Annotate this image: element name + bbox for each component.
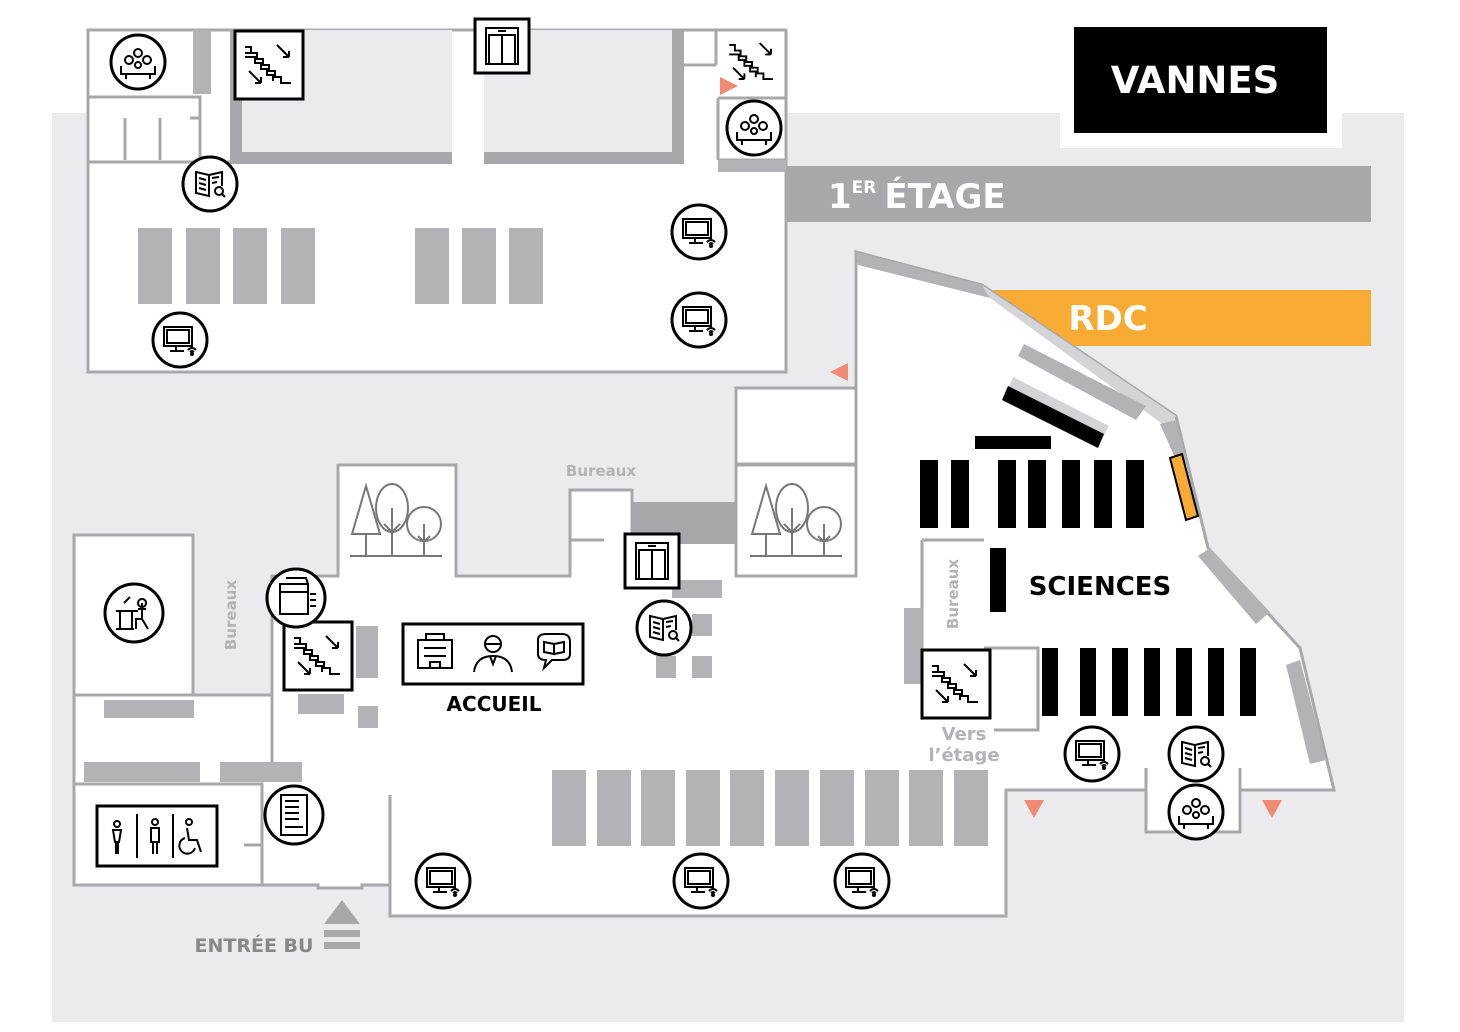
garden-icon — [750, 482, 842, 557]
to-floor-label: l’étage — [928, 745, 999, 766]
floor-tab-ground-label: RDC — [1068, 299, 1147, 339]
group-room-icon[interactable] — [1167, 783, 1225, 841]
door-marker — [830, 363, 848, 381]
book-search-icon[interactable] — [1167, 725, 1225, 783]
entrance-arrow-icon — [324, 900, 360, 924]
stairs-icon[interactable] — [729, 42, 773, 81]
group-room-icon[interactable] — [109, 33, 167, 91]
computer-search-icon[interactable] — [414, 852, 472, 910]
computer-wifi-icon[interactable] — [833, 852, 891, 910]
elevator-icon[interactable] — [623, 532, 681, 590]
building-icon — [417, 633, 453, 669]
entrance-label: ENTRÉE BU — [195, 934, 314, 957]
elevator-icon[interactable] — [473, 17, 531, 75]
garden-icon — [350, 482, 442, 557]
printer-copier-icon[interactable] — [265, 567, 327, 629]
door-marker — [1262, 800, 1282, 818]
floor-tab-upper[interactable] — [787, 166, 1371, 222]
computer-wifi-icon[interactable] — [670, 203, 728, 261]
book-search-icon[interactable] — [181, 155, 239, 213]
study-desk-icon[interactable] — [103, 582, 165, 644]
toilets-icon[interactable] — [95, 804, 219, 868]
person-icon — [473, 635, 513, 673]
title-box — [1074, 27, 1327, 133]
vending-machine-icon[interactable] — [263, 784, 325, 846]
accueil-label: ACCUEIL — [447, 692, 542, 716]
stairs-icon[interactable] — [920, 648, 992, 720]
computer-wifi-icon[interactable] — [670, 291, 728, 349]
book-search-icon[interactable] — [635, 599, 693, 657]
reception-desk[interactable] — [401, 622, 585, 686]
offices-label: Bureaux — [566, 462, 636, 480]
sciences-label: SCIENCES — [1029, 572, 1172, 602]
door-marker — [1024, 800, 1044, 818]
offices-label: Bureaux — [944, 559, 962, 629]
group-room-icon[interactable] — [725, 99, 783, 157]
computer-wifi-icon[interactable] — [672, 852, 730, 910]
stairs-icon[interactable] — [233, 29, 305, 101]
door-marker — [720, 77, 738, 95]
floor-tab-ground[interactable] — [990, 290, 1371, 346]
speech-book-icon — [537, 633, 571, 672]
campus-title: VANNES — [1111, 59, 1280, 102]
computer-wifi-icon[interactable] — [151, 311, 209, 369]
to-floor-label: Vers — [942, 724, 987, 745]
offices-label: Bureaux — [222, 580, 240, 650]
ground-floor-plan — [72, 250, 1336, 949]
stairs-icon[interactable] — [282, 620, 354, 692]
computer-wifi-icon[interactable] — [1063, 725, 1121, 783]
